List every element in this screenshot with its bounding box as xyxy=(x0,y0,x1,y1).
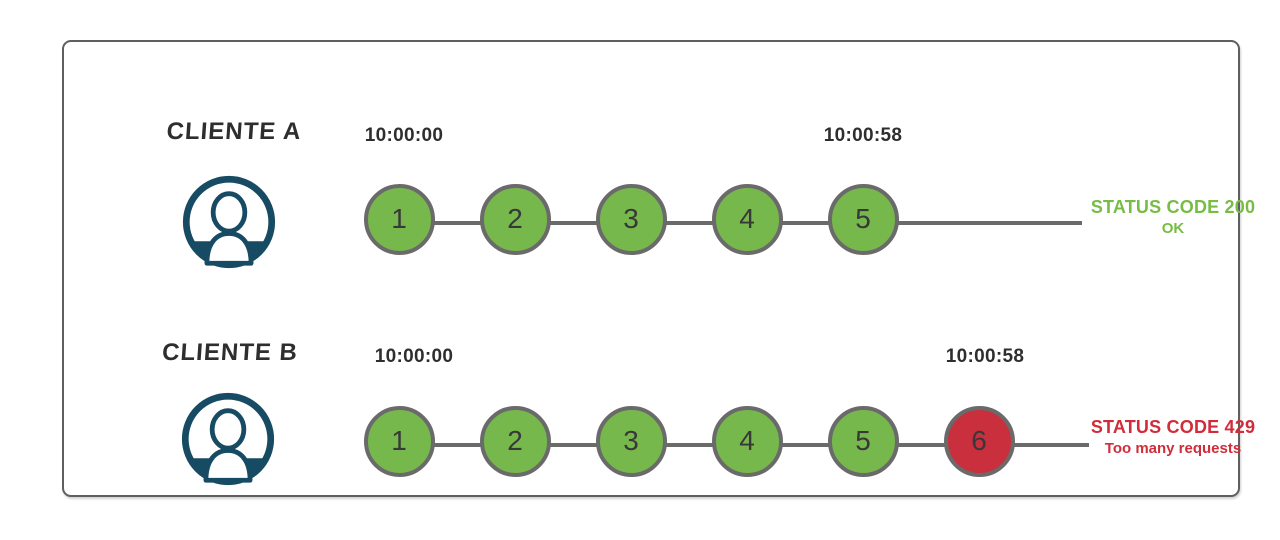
client-b-start-timestamp: 10:00:00 xyxy=(374,346,454,367)
status-message-text: OK xyxy=(1161,220,1185,237)
status-code-text: STATUS CODE 429 xyxy=(1090,417,1256,437)
request-timeline-line xyxy=(403,443,1089,447)
request-circle: 6 xyxy=(943,405,1015,477)
status-message-text: Too many requests xyxy=(1104,440,1242,457)
request-circle: 4 xyxy=(711,405,783,477)
request-circle: 1 xyxy=(363,183,435,255)
request-circle: 3 xyxy=(595,183,667,255)
request-circle: 2 xyxy=(479,405,551,477)
request-timeline-line xyxy=(403,221,1082,225)
client-a-end-timestamp: 10:00:58 xyxy=(823,125,903,146)
request-circle: 5 xyxy=(827,183,899,255)
request-circle: 2 xyxy=(479,183,551,255)
client-b-label: CLIENTE B xyxy=(161,339,299,366)
client-a-label: CLIENTE A xyxy=(165,118,303,145)
client-a-start-timestamp: 10:00:00 xyxy=(364,125,444,146)
request-circle: 3 xyxy=(595,405,667,477)
client-a-status: STATUS CODE 200 OK xyxy=(1080,197,1266,239)
request-circle: 4 xyxy=(711,183,783,255)
user-avatar-icon xyxy=(182,175,276,269)
client-b-end-timestamp: 10:00:58 xyxy=(945,346,1025,367)
client-b-status: STATUS CODE 429 Too many requests xyxy=(1080,417,1266,459)
request-circle: 1 xyxy=(363,405,435,477)
request-circle: 5 xyxy=(827,405,899,477)
status-code-text: STATUS CODE 200 xyxy=(1090,197,1256,217)
user-avatar-icon xyxy=(181,392,275,486)
